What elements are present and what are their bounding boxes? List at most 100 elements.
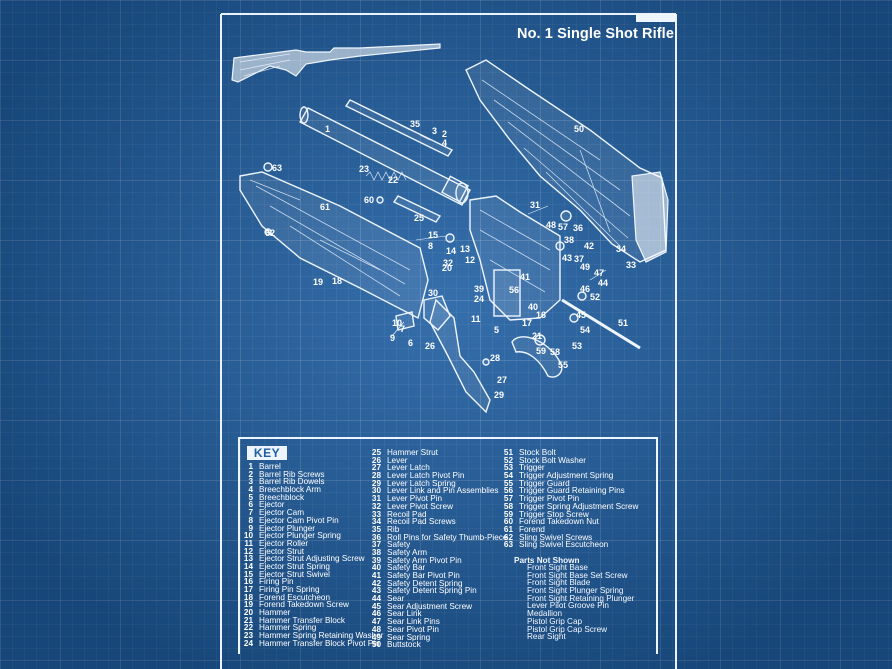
- key-part-label: Trigger Guard Retaining Pins: [519, 486, 625, 496]
- callout-52: 52: [590, 292, 600, 302]
- key-part-label: Safety Bar: [387, 563, 426, 573]
- key-part-label: Trigger Guard: [519, 478, 570, 488]
- callout-26: 26: [425, 341, 435, 351]
- callout-56: 56: [509, 285, 519, 295]
- parts-not-shown-item: Front Sight Retaining Plunger: [527, 593, 635, 603]
- key-part-label: Stock Bolt Washer: [519, 455, 587, 465]
- parts-not-shown-item: Front Sight Base Set Screw: [527, 570, 628, 580]
- key-part-number: 59: [503, 509, 513, 519]
- key-part-label: Hammer: [259, 608, 291, 618]
- callout-62: 62: [265, 228, 275, 238]
- key-row: 19 Forend Takedown Screw: [238, 601, 383, 609]
- callout-19: 19: [313, 277, 323, 287]
- key-part-label: Safety Bar Pivot Pin: [387, 571, 460, 580]
- key-part-label: Firing Pin Spring: [259, 585, 320, 594]
- callout-24: 24: [474, 294, 484, 304]
- key-part-number: 10: [243, 531, 253, 541]
- key-part-number: 17: [243, 585, 253, 594]
- callout-60: 60: [364, 195, 374, 205]
- key-part-number: 63: [503, 540, 513, 550]
- callout-31: 31: [530, 200, 540, 210]
- callout-27: 27: [497, 375, 507, 385]
- key-part-label: Trigger Spring Adjustment Screw: [519, 501, 639, 511]
- key-part-label: Breechblock Arm: [259, 485, 321, 495]
- key-part-number: 14: [243, 561, 253, 571]
- key-part-label: Barrel Rib Screws: [259, 469, 325, 479]
- callout-30: 30: [428, 288, 438, 298]
- key-part-label: Forend Takedown Nut: [519, 517, 599, 527]
- key-part-number: 58: [503, 501, 513, 511]
- callout-63: 63: [272, 163, 282, 173]
- key-part-label: Recoil Pad Screws: [387, 517, 456, 527]
- key-part-label: Hammer Transfer Block: [259, 615, 345, 625]
- key-part-label: Lever Latch Spring: [387, 478, 456, 488]
- key-part-label: Forend Takedown Screw: [259, 600, 349, 610]
- key-part-label: Hammer Transfer Block Pivot Pin: [259, 638, 380, 648]
- callout-18: 18: [332, 276, 342, 286]
- parts-not-shown-item: Rear Sight: [527, 632, 566, 642]
- key-part-label: Ejector Strut: [259, 546, 305, 556]
- key-part-number: 60: [503, 517, 513, 527]
- key-part-label: Roll Pins for Safety Thumb-Piece: [387, 532, 508, 542]
- callout-12: 12: [465, 255, 475, 265]
- callout-29: 29: [494, 390, 504, 400]
- key-part-label: Trigger: [519, 463, 545, 473]
- key-part-number: 54: [503, 471, 513, 481]
- key-part-number: 62: [503, 532, 513, 542]
- key-part-number: 23: [243, 631, 253, 641]
- key-part-number: 49: [371, 632, 381, 642]
- parts-not-shown-item: Pistol Grip Cap: [527, 616, 583, 626]
- callout-41: 41: [520, 272, 530, 282]
- barrel: [299, 106, 471, 206]
- key-box: [238, 437, 658, 654]
- callout-46: 46: [580, 284, 590, 294]
- hammer-spring: [365, 171, 442, 223]
- callout-13: 13: [460, 244, 470, 254]
- callout-21: 21: [532, 331, 542, 341]
- callout-16: 16: [536, 310, 546, 320]
- callout-45: 45: [576, 310, 586, 320]
- callout-51: 51: [618, 318, 628, 328]
- key-part-number: 31: [371, 494, 381, 504]
- parts-not-shown-title: Parts Not Shown: [514, 556, 580, 565]
- key-part-number: 19: [243, 600, 253, 610]
- parts-not-shown-item: Pistol Grip Cap Screw: [527, 624, 608, 634]
- callout-55: 55: [558, 360, 568, 370]
- callout-34: 34: [616, 244, 626, 254]
- rifle-silhouette: [231, 43, 441, 83]
- key-part-number: 61: [503, 524, 513, 534]
- corner-tab: [636, 14, 676, 22]
- small-parts: [263, 162, 607, 366]
- key-part-label: Safety: [387, 540, 411, 550]
- key-part-label: Ejector Roller: [259, 538, 309, 548]
- key-part-number: 7: [248, 508, 253, 518]
- key-part-label: Hammer Strut: [387, 448, 438, 457]
- callout-5: 5: [494, 325, 499, 335]
- key-part-number: 53: [503, 463, 513, 473]
- key-part-label: Sear Pivot Pin: [387, 624, 439, 634]
- callout-40: 40: [528, 302, 538, 312]
- receiver: [469, 195, 561, 321]
- key-part-number: 57: [503, 494, 513, 504]
- callout-43: 43: [562, 253, 572, 263]
- key-part-label: Barrel Rib Dowels: [259, 477, 325, 487]
